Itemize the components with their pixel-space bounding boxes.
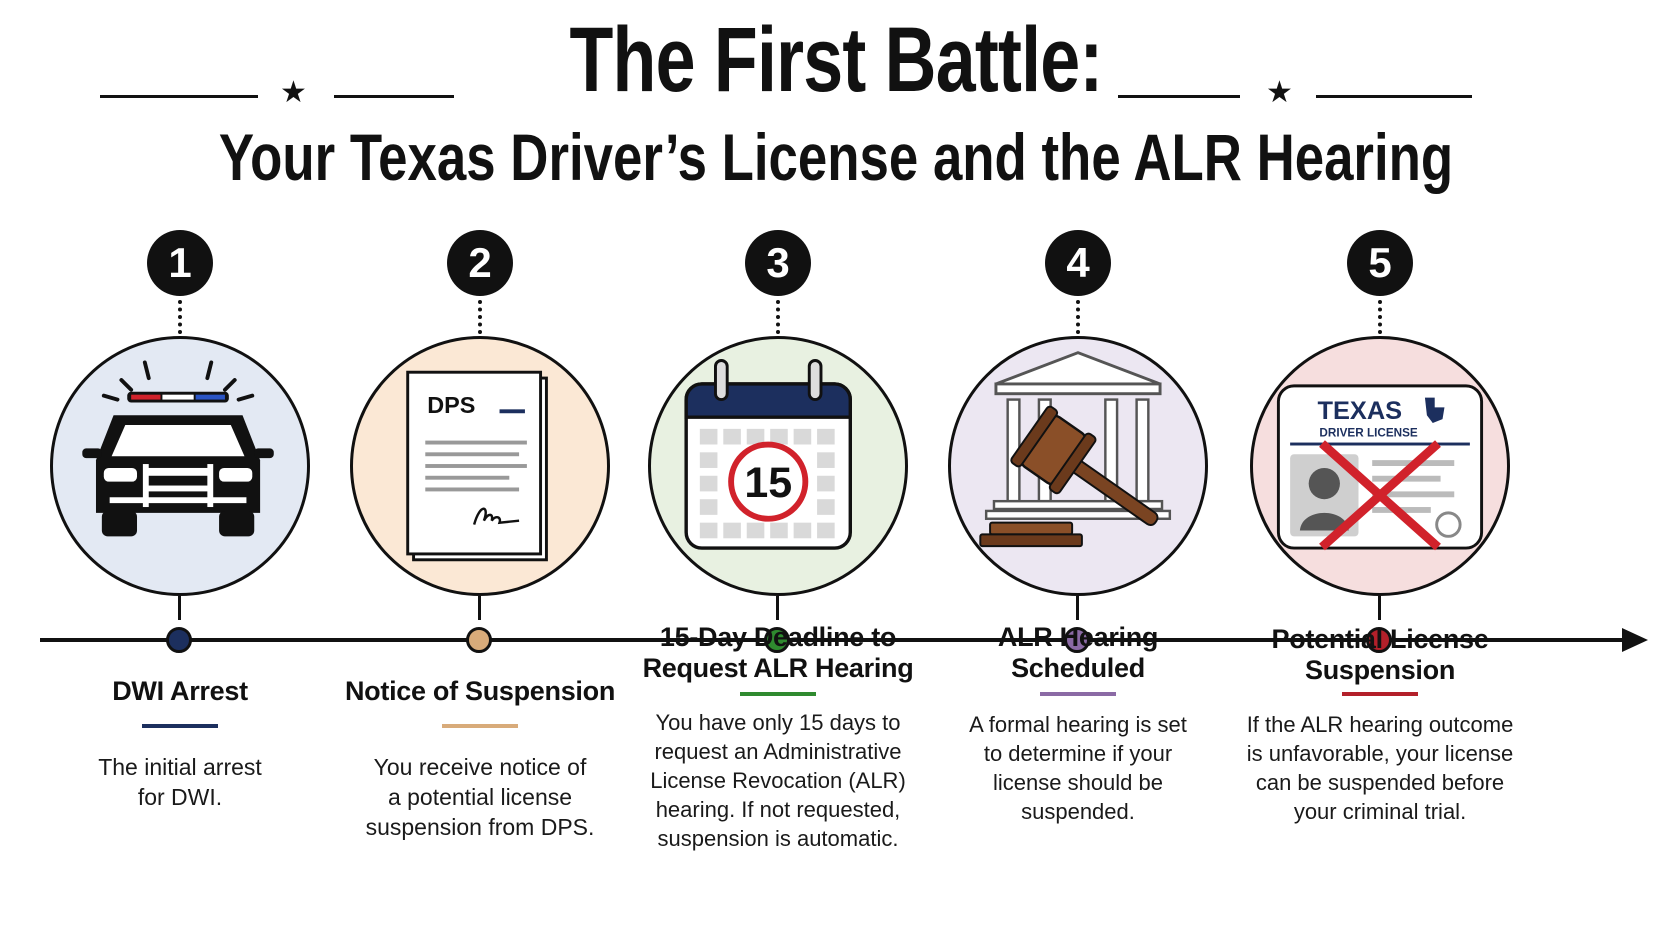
- timeline-step-3: 3 15 15-Day Deadline to Request ALR Hear…: [628, 0, 928, 941]
- step-number-badge: 1: [147, 230, 213, 296]
- step-icon-circle: [50, 336, 310, 596]
- police-car-icon: [82, 360, 274, 537]
- step-description: The initial arrest for DWI.: [98, 754, 262, 810]
- timeline-step-4: 4 ALR Hearing Schedule: [928, 0, 1228, 941]
- step-stem: [1378, 596, 1381, 620]
- step-underline: [442, 724, 518, 728]
- crossed-license-icon: TEXAS DRIVER LICENSE: [1276, 384, 1484, 551]
- page-title: The First Battle:: [569, 9, 1104, 111]
- step-icon-circle: [948, 336, 1208, 596]
- step-connector: [478, 300, 482, 334]
- step-label: 15-Day Deadline to Request ALR Hearing: [642, 622, 914, 683]
- timeline-node: [466, 627, 492, 653]
- title-star-left-icon: ★: [280, 76, 307, 109]
- timeline-step-5: 5 TEXAS DRIVER LICENSE Po: [1230, 0, 1530, 941]
- step-icon-circle: TEXAS DRIVER LICENSE: [1250, 336, 1510, 596]
- title-star-right-icon: ★: [1266, 76, 1293, 109]
- step-stem: [1076, 596, 1079, 620]
- step-number-badge: 4: [1045, 230, 1111, 296]
- step-stem: [776, 596, 779, 620]
- step-description: A formal hearing is set to determine if …: [969, 712, 1187, 824]
- step-label: DWI Arrest: [112, 676, 248, 706]
- timeline-axis: [40, 638, 1630, 642]
- step-connector: [178, 300, 182, 334]
- license-type-text: DRIVER LICENSE: [1319, 427, 1418, 440]
- step-description: You receive notice of a potential licens…: [365, 754, 595, 840]
- step-icon-circle: 15: [648, 336, 908, 596]
- step-description: You have only 15 days to request an Admi…: [650, 710, 906, 851]
- step-stem: [178, 596, 181, 620]
- step-connector: [776, 300, 780, 334]
- step-number-badge: 3: [745, 230, 811, 296]
- step-underline: [142, 724, 218, 728]
- timeline-node: [1366, 627, 1392, 653]
- step-connector: [1076, 300, 1080, 334]
- step-underline: [740, 692, 816, 696]
- title-rule-right-1: [1118, 95, 1240, 98]
- timeline-step-1: 1 DWI Ar: [30, 0, 330, 941]
- document-header-text: DPS: [427, 392, 475, 418]
- calendar-icon: 15: [684, 359, 853, 550]
- title-rule-left-1: [100, 95, 258, 98]
- step-label: ALR Hearing Scheduled: [997, 622, 1159, 683]
- timeline-node: [1064, 627, 1090, 653]
- courthouse-gavel-icon: [979, 351, 1172, 548]
- step-label: Notice of Suspension: [344, 676, 616, 706]
- step-description: If the ALR hearing outcome is unfavorabl…: [1246, 712, 1514, 824]
- title-rule-right-2: [1316, 95, 1472, 98]
- step-stem: [478, 596, 481, 620]
- timeline-step-2: 2 DPS Notice of Suspension You receive n…: [330, 0, 630, 941]
- dps-document-icon: DPS: [406, 370, 548, 562]
- step-number-badge: 2: [447, 230, 513, 296]
- step-underline: [1040, 692, 1116, 696]
- step-connector: [1378, 300, 1382, 334]
- step-underline: [1342, 692, 1418, 696]
- timeline-arrowhead-icon: [1622, 628, 1648, 652]
- step-label: Potential License Suspension: [1271, 624, 1489, 685]
- page-subtitle: Your Texas Driver’s License and the ALR …: [218, 120, 1454, 194]
- step-number-badge: 5: [1347, 230, 1413, 296]
- license-state-text: TEXAS: [1317, 397, 1402, 425]
- timeline-node: [764, 627, 790, 653]
- title-rule-left-2: [334, 95, 454, 98]
- timeline-node: [166, 627, 192, 653]
- step-icon-circle: DPS: [350, 336, 610, 596]
- calendar-day-number: 15: [744, 459, 792, 507]
